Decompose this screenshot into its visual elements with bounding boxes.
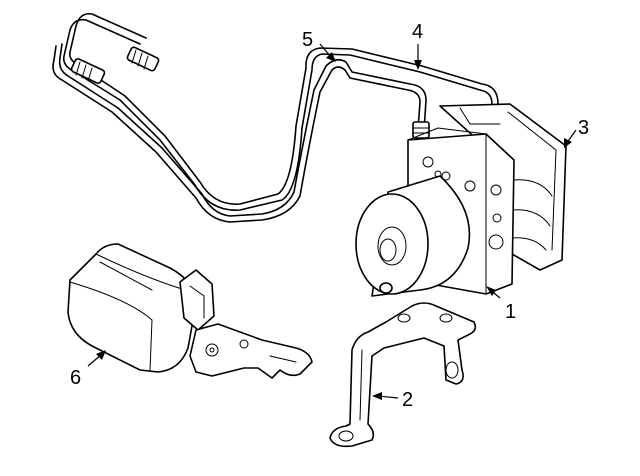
callout-2: 2 [372, 389, 413, 411]
callout-1-label: 1 [505, 301, 516, 323]
line-fitting-upper [126, 46, 160, 72]
brake-line-4-outer [62, 18, 493, 211]
line-fitting-module-left [412, 121, 430, 139]
callout-3: 3 [564, 117, 589, 148]
callout-4-label: 4 [412, 21, 423, 43]
brake-line-5-inner [58, 43, 427, 217]
callout-4: 4 [412, 21, 423, 70]
brake-line-4-inner [68, 12, 499, 205]
sensor-module [67, 243, 313, 379]
callout-5-label: 5 [302, 29, 313, 51]
mounting-bracket [329, 302, 477, 448]
callout-2-label: 2 [402, 389, 413, 411]
callout-5: 5 [302, 29, 336, 62]
callout-1: 1 [486, 286, 516, 323]
hydraulic-unit [355, 127, 515, 297]
line-fitting-lower [70, 58, 106, 84]
callout-6: 6 [70, 350, 106, 389]
callout-6-label: 6 [70, 367, 81, 389]
brake-line-5-outer [52, 45, 421, 223]
callout-3-label: 3 [578, 117, 589, 139]
